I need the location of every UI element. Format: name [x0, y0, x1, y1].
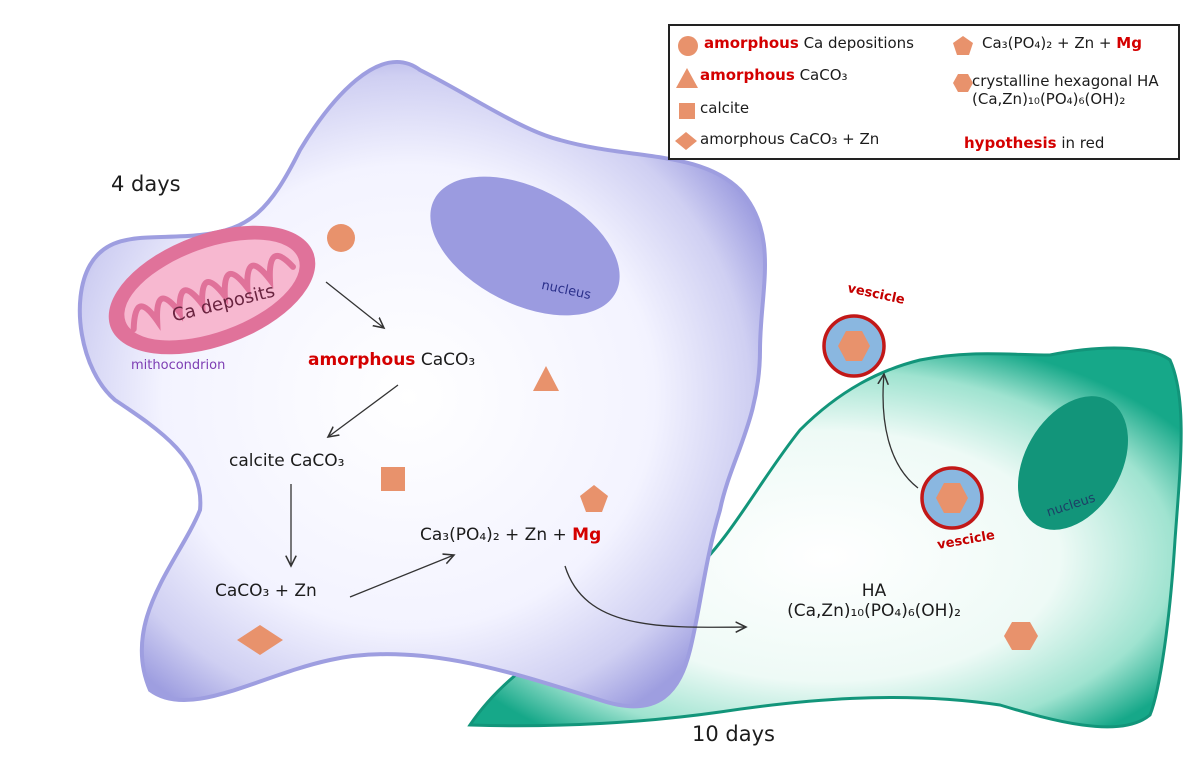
- legend-item-ca3po4: Ca₃(PO₄)₂ + Zn + Mg: [952, 34, 1142, 55]
- legend-item5-red: Mg: [1116, 34, 1142, 52]
- arrow-ca3po4-to-ha: [564, 565, 746, 627]
- label-ha-formula: (Ca,Zn)₁₀(PO₄)₆(OH)₂: [787, 601, 961, 621]
- nucleus-left: [430, 176, 620, 316]
- legend-item6-line2: (Ca,Zn)₁₀(PO₄)₆(OH)₂: [972, 90, 1126, 108]
- label-mg: Mg: [572, 525, 602, 545]
- legend-triangle-icon: [676, 68, 698, 88]
- label-calcite-caco3: calcite CaCO₃: [229, 451, 345, 471]
- legend-item1-rest: Ca depositions: [803, 34, 914, 52]
- label-amorphous-caco3: amorphous CaCO₃: [308, 350, 475, 370]
- legend-item7-red: hypothesis: [964, 134, 1057, 152]
- label-caco3-zn: CaCO₃ + Zn: [215, 581, 317, 601]
- legend-item-amorphous-ca: amorphous Ca depositions: [674, 34, 914, 56]
- label-10-days: 10 days: [692, 722, 775, 746]
- calcite-shape: [381, 467, 405, 491]
- legend-item2-red: amorphous: [700, 66, 795, 84]
- arrow-ca-to-amorphous: [325, 281, 384, 328]
- amorphous-ca-deposition-shape: [327, 224, 355, 252]
- legend-item2-rest: CaCO₃: [799, 66, 848, 84]
- legend-item4: amorphous CaCO₃ + Zn: [700, 130, 880, 148]
- legend-item1-red: amorphous: [704, 34, 799, 52]
- amorphous-caco3-shape: [533, 366, 559, 391]
- vesicle-bottom: [920, 466, 984, 530]
- label-ca3po4-prefix: Ca₃(PO₄)₂ + Zn +: [420, 525, 573, 545]
- label-ha-title: HA: [861, 581, 887, 601]
- label-ha: HA (Ca,Zn)₁₀(PO₄)₆(OH)₂: [764, 581, 984, 621]
- legend-item5-prefix: Ca₃(PO₄)₂ + Zn +: [982, 34, 1117, 52]
- legend: amorphous Ca depositions amorphous CaCO₃…: [668, 24, 1180, 160]
- label-4-days: 4 days: [111, 172, 181, 196]
- label-mitochondrion: mithocondrion: [131, 358, 226, 373]
- legend-item7-rest: in red: [1061, 134, 1105, 152]
- arrow-caco3zn-to-ca3po4: [349, 555, 454, 598]
- legend-square-icon: [679, 103, 695, 119]
- ha-hexagon-shape: [1004, 622, 1038, 650]
- arrow-amorphous-to-calcite: [328, 384, 399, 437]
- legend-hexagon-icon: [953, 74, 973, 92]
- legend-item-amorphous-caco3-zn: amorphous CaCO₃ + Zn: [674, 130, 880, 150]
- mitochondrion: [108, 225, 316, 355]
- arrow-vesicle-exocytosis: [883, 374, 919, 489]
- legend-pentagon-icon: [953, 36, 973, 55]
- legend-item-amorphous-caco3: amorphous CaCO₃: [674, 66, 848, 88]
- vesicle-top: [822, 314, 886, 378]
- label-ca3po4-zn-mg: Ca₃(PO₄)₂ + Zn + Mg: [420, 525, 601, 545]
- caco3-zn-shape: [237, 625, 283, 655]
- legend-circle-icon: [678, 36, 698, 56]
- legend-item6-line1: crystalline hexagonal HA: [972, 72, 1159, 90]
- legend-item-ha: crystalline hexagonal HA (Ca,Zn)₁₀(PO₄)₆…: [952, 72, 1159, 108]
- cell-4-days: [77, 60, 767, 709]
- legend-diamond-icon: [675, 132, 697, 150]
- label-caco3: CaCO₃: [420, 350, 476, 370]
- legend-item3: calcite: [700, 99, 750, 117]
- legend-item-calcite: calcite: [678, 99, 750, 119]
- ca3po4-shape: [580, 485, 608, 512]
- label-amorphous-word: amorphous: [308, 350, 416, 370]
- legend-item-hypothesis: hypothesis in red: [964, 134, 1104, 152]
- nucleus-right: [1018, 396, 1128, 530]
